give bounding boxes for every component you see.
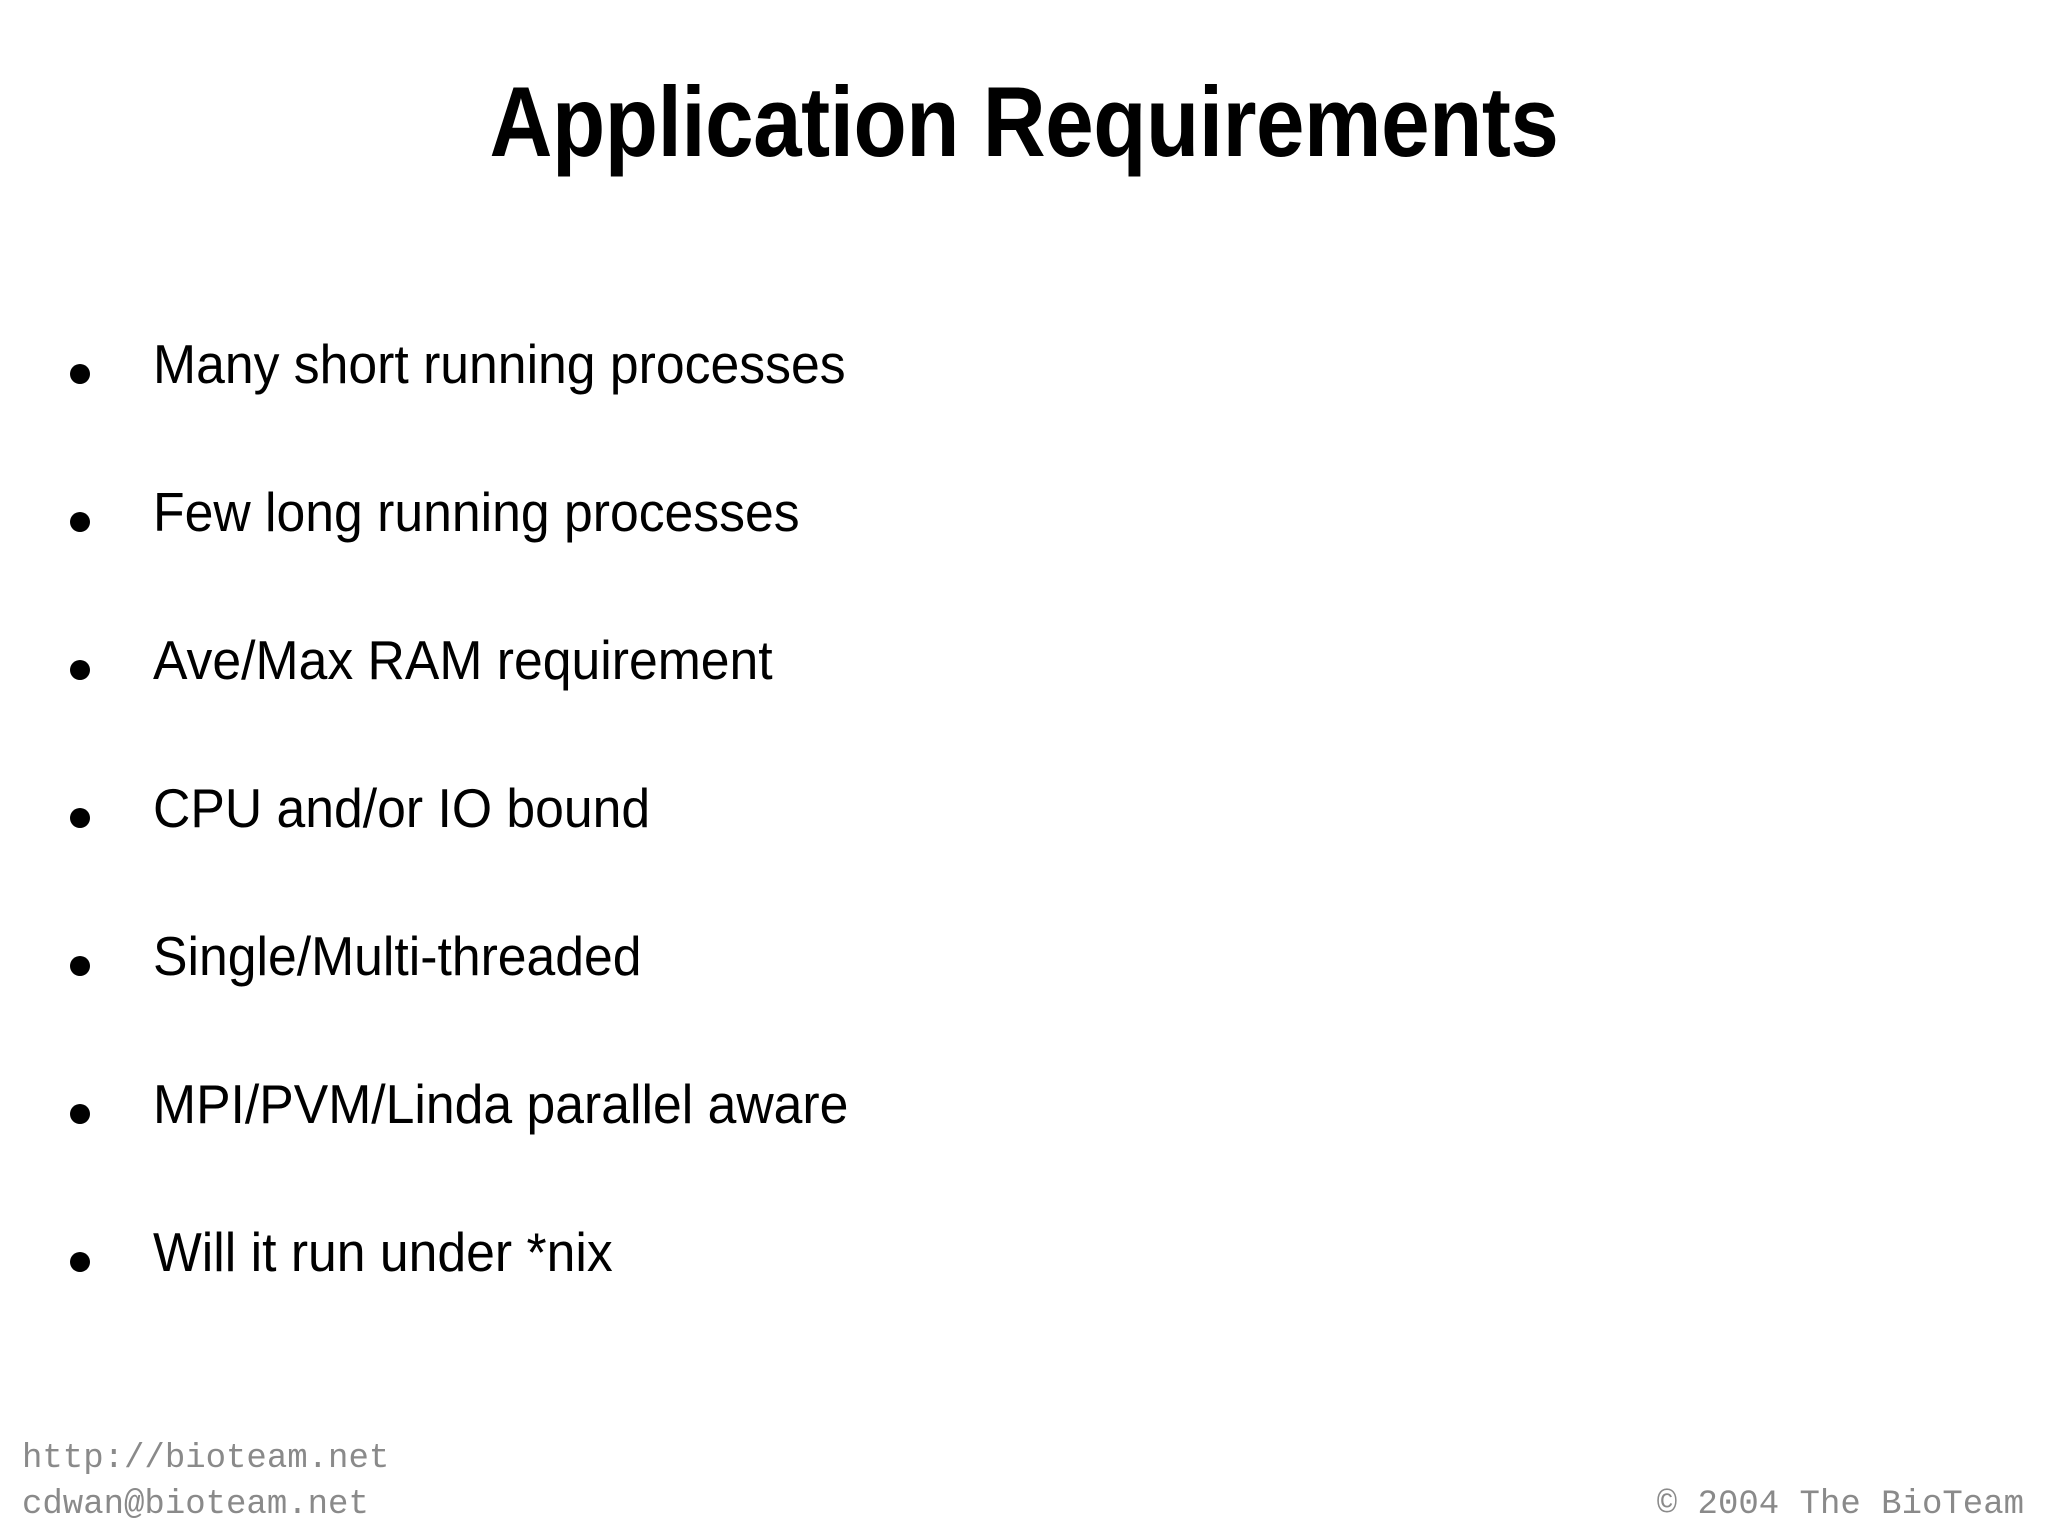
bullet-dot-icon: [70, 808, 90, 828]
footer-copyright: © 2004 The BioTeam: [1656, 1486, 2024, 1524]
list-item: Will it run under *nix: [0, 1206, 2048, 1354]
bullet-dot-icon: [70, 512, 90, 532]
list-item: Single/Multi-threaded: [0, 910, 2048, 1058]
list-item-label: MPI/PVM/Linda parallel aware: [153, 1073, 849, 1135]
page-title: Application Requirements: [489, 66, 1559, 177]
list-item: MPI/PVM/Linda parallel aware: [0, 1058, 2048, 1206]
footer-contact: http://bioteam.net cdwan@bioteam.net: [22, 1436, 389, 1528]
list-item-label: Single/Multi-threaded: [153, 925, 642, 987]
footer-website-link[interactable]: http://bioteam.net: [22, 1440, 390, 1478]
list-item-label: CPU and/or IO bound: [153, 777, 651, 839]
bullet-dot-icon: [70, 956, 90, 976]
bullet-dot-icon: [70, 364, 90, 384]
list-item: Ave/Max RAM requirement: [0, 614, 2048, 762]
bullet-dot-icon: [70, 660, 90, 680]
list-item: Many short running processes: [0, 318, 2048, 466]
list-item-label: Ave/Max RAM requirement: [153, 629, 773, 691]
bullet-dot-icon: [70, 1104, 90, 1124]
list-item: CPU and/or IO bound: [0, 762, 2048, 910]
list-item: Few long running processes: [0, 466, 2048, 614]
list-item-label: Many short running processes: [153, 333, 846, 395]
footer-email-link[interactable]: cdwan@bioteam.net: [22, 1486, 369, 1524]
requirements-bullet-list: Many short running processes Few long ru…: [0, 318, 2048, 1354]
bullet-dot-icon: [70, 1252, 90, 1272]
list-item-label: Will it run under *nix: [153, 1221, 613, 1283]
list-item-label: Few long running processes: [153, 481, 800, 543]
